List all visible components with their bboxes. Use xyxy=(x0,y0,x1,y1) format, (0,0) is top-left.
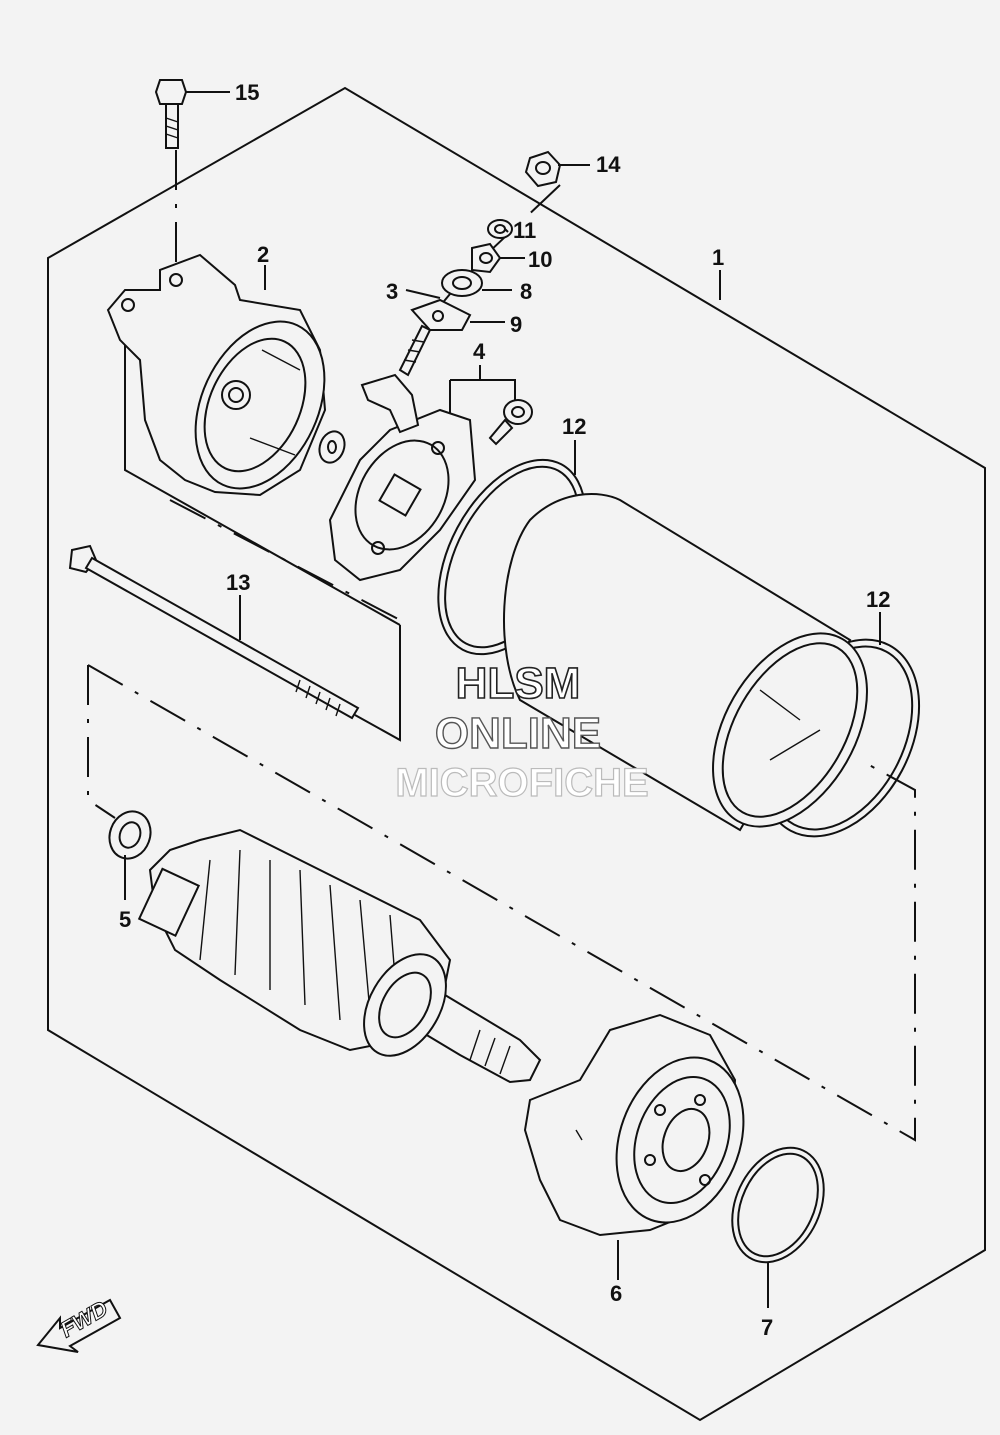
callout-12-upper: 12 xyxy=(562,414,586,439)
callout-12-lower: 12 xyxy=(866,587,890,612)
callout-11: 11 xyxy=(513,218,536,243)
watermark-line-2: ONLINE xyxy=(435,709,601,758)
callout-7: 7 xyxy=(761,1315,773,1340)
callout-14: 14 xyxy=(596,152,621,177)
group-brackets xyxy=(124,345,516,742)
callout-6: 6 xyxy=(610,1281,622,1306)
callout-1: 1 xyxy=(712,245,724,270)
brush-spring xyxy=(488,399,533,446)
washer-5 xyxy=(108,810,152,860)
terminal-hardware xyxy=(410,150,562,331)
fwd-arrow-icon: FWD xyxy=(36,1295,122,1353)
washer-small xyxy=(318,430,346,464)
callout-8: 8 xyxy=(520,279,532,304)
assembly-frame xyxy=(47,86,986,1422)
watermark: HLSM ONLINE MICROFICHE xyxy=(395,658,650,805)
brush-holder-4 xyxy=(328,324,477,582)
watermark-line-1: HLSM xyxy=(456,659,581,708)
callout-9: 9 xyxy=(510,312,522,337)
callout-10: 10 xyxy=(528,247,552,272)
through-bolt-13 xyxy=(68,544,360,720)
callout-5: 5 xyxy=(119,907,131,932)
callout-4: 4 xyxy=(473,339,486,364)
watermark-line-3: MICROFICHE xyxy=(395,761,648,805)
callout-2: 2 xyxy=(257,242,269,267)
armature xyxy=(137,828,542,1084)
leader-lines xyxy=(124,91,881,1308)
callout-13: 13 xyxy=(226,570,250,595)
o-ring-7 xyxy=(731,1146,825,1264)
yoke-case xyxy=(503,493,868,832)
end-cover-2 xyxy=(106,253,327,497)
callout-3: 3 xyxy=(386,279,398,304)
callout-labels: 15 14 11 10 8 9 3 1 2 4 12 12 13 5 6 7 xyxy=(119,80,890,1340)
bolt-15 xyxy=(154,79,188,149)
callout-15: 15 xyxy=(235,80,259,105)
front-housing-6 xyxy=(523,1013,745,1237)
